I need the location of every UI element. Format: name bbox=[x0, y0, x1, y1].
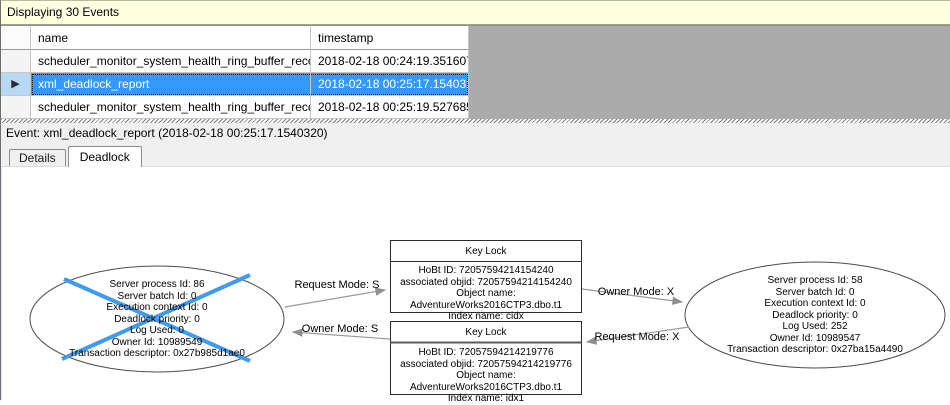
event-timestamp-cell[interactable]: 2018-02-18 00:24:19.3516078 bbox=[311, 50, 469, 73]
node-title: Key Lock bbox=[465, 246, 507, 257]
table-row-selected[interactable]: ▶ xml_deadlock_report 2018-02-18 00:25:1… bbox=[1, 73, 950, 96]
event-timestamp-cell[interactable]: 2018-02-18 00:25:19.5276859 bbox=[311, 96, 469, 119]
grid-filler bbox=[469, 50, 950, 73]
tab-details[interactable]: Details bbox=[9, 149, 66, 166]
process-detail-line: Log Used: 0 bbox=[130, 325, 184, 336]
edge-request-s-arrow bbox=[284, 287, 387, 308]
event-name-cell[interactable]: xml_deadlock_report bbox=[31, 73, 311, 96]
process-detail-line: Execution context Id: 0 bbox=[764, 298, 866, 309]
winner-process-ellipse bbox=[684, 261, 946, 369]
grid-filler bbox=[469, 96, 950, 119]
resource-detail-line: HoBt ID: 72057594214154240 bbox=[418, 265, 554, 276]
edge-label-owner-mode-s: Owner Mode: S bbox=[301, 323, 379, 335]
selected-event-bar: Event: xml_deadlock_report (2018-02-18 0… bbox=[1, 123, 950, 144]
deadlock-graph-pane: Server process Id: 86 Server batch Id: 0… bbox=[1, 167, 950, 405]
process-detail-line: Server batch Id: 0 bbox=[775, 286, 855, 298]
process-detail-line: Owner Id: 10989547 bbox=[769, 332, 861, 344]
process-detail-line: Deadlock priority: 0 bbox=[114, 313, 200, 325]
resource-detail-line: Object name: AdventureWorks2016CTP3.dbo.… bbox=[409, 288, 563, 311]
process-detail-line: Transaction descriptor: 0x27ba15a4490 bbox=[727, 344, 903, 355]
row-focus-outline: xml_deadlock_report 2018-02-18 00:25:17.… bbox=[31, 73, 469, 96]
key-lock-node-top bbox=[390, 240, 582, 313]
key-lock-bottom-details: HoBt ID: 72057594214219776 associated ob… bbox=[385, 347, 587, 405]
grid-header-filler bbox=[469, 25, 950, 50]
selected-event-label: Event: xml_deadlock_report (2018-02-18 0… bbox=[6, 126, 328, 140]
key-lock-top-details: HoBt ID: 72057594214154240 associated ob… bbox=[385, 265, 587, 323]
edge-label-owner-mode-x: Owner Mode: X bbox=[597, 286, 675, 298]
row-selector-header[interactable] bbox=[1, 25, 31, 50]
deadlock-victim-cross-icon bbox=[61, 273, 251, 361]
grid-filler bbox=[469, 73, 950, 96]
edge-label-request-mode-s: Request Mode: S bbox=[294, 279, 380, 291]
edge-owner-x-arrow bbox=[581, 288, 684, 305]
row-selector-cell[interactable] bbox=[1, 50, 31, 73]
process-detail-line: Log Used: 252 bbox=[782, 321, 848, 332]
row-selector-cell[interactable]: ▶ bbox=[1, 73, 31, 96]
resource-detail-line: Object name: AdventureWorks2016CTP3.dbo.… bbox=[409, 370, 563, 393]
victim-process-ellipse bbox=[29, 265, 285, 373]
process-detail-line: Owner Id: 10989549 bbox=[111, 336, 203, 348]
table-row[interactable]: scheduler_monitor_system_health_ring_buf… bbox=[1, 96, 950, 119]
events-count-bar: Displaying 30 Events bbox=[1, 1, 950, 25]
grid-detail-splitter[interactable] bbox=[1, 119, 950, 123]
row-selector-cell[interactable] bbox=[1, 96, 31, 119]
process-detail-line: Execution context Id: 0 bbox=[106, 302, 208, 313]
process-detail-line: Deadlock priority: 0 bbox=[772, 309, 858, 321]
grid-header-row: name timestamp bbox=[1, 25, 950, 50]
column-header-timestamp[interactable]: timestamp bbox=[311, 25, 469, 50]
events-count-label: Displaying 30 Events bbox=[7, 5, 120, 19]
detail-tab-strip: Details Deadlock bbox=[1, 144, 950, 167]
winner-process-details: Server process Id: 58 Server batch Id: 0… bbox=[695, 275, 935, 356]
table-row[interactable]: scheduler_monitor_system_health_ring_buf… bbox=[1, 50, 950, 73]
resource-detail-line: associated objid: 72057594214154240 bbox=[400, 276, 572, 288]
process-detail-line: Server process Id: 86 bbox=[109, 279, 205, 290]
process-detail-line: Transaction descriptor: 0x27b985d1ae0 bbox=[69, 348, 245, 359]
events-grid: name timestamp scheduler_monitor_system_… bbox=[1, 25, 950, 119]
key-lock-bottom-title: Key Lock bbox=[391, 327, 581, 339]
tab-deadlock[interactable]: Deadlock bbox=[67, 146, 142, 167]
column-header-name[interactable]: name bbox=[31, 25, 311, 50]
event-name-cell[interactable]: scheduler_monitor_system_health_ring_buf… bbox=[31, 50, 311, 73]
key-lock-node-bottom bbox=[390, 321, 582, 395]
edge-request-x-arrow bbox=[585, 326, 690, 345]
process-detail-line: Server batch Id: 0 bbox=[117, 290, 197, 302]
edge-owner-s-arrow bbox=[291, 328, 391, 340]
deadlock-victim-cross-icon bbox=[63, 277, 251, 363]
current-row-arrow-icon: ▶ bbox=[11, 78, 20, 90]
event-name-cell[interactable]: scheduler_monitor_system_health_ring_buf… bbox=[31, 96, 311, 119]
node-title: Key Lock bbox=[465, 327, 507, 338]
process-detail-line: Server process Id: 58 bbox=[767, 275, 863, 286]
resource-detail-line: Index name: idx1 bbox=[447, 393, 525, 404]
resource-detail-line: Index name: cidx bbox=[448, 311, 524, 322]
edge-label-request-mode-x: Request Mode: X bbox=[594, 331, 680, 343]
event-timestamp-cell[interactable]: 2018-02-18 00:25:17.1540320 bbox=[311, 73, 469, 96]
deadlock-graph-canvas bbox=[29, 240, 946, 395]
resource-detail-line: HoBt ID: 72057594214219776 bbox=[418, 347, 554, 358]
victim-process-details: Server process Id: 86 Server batch Id: 0… bbox=[37, 279, 277, 360]
resource-detail-line: associated objid: 72057594214219776 bbox=[400, 358, 572, 370]
key-lock-top-title: Key Lock bbox=[391, 246, 581, 258]
